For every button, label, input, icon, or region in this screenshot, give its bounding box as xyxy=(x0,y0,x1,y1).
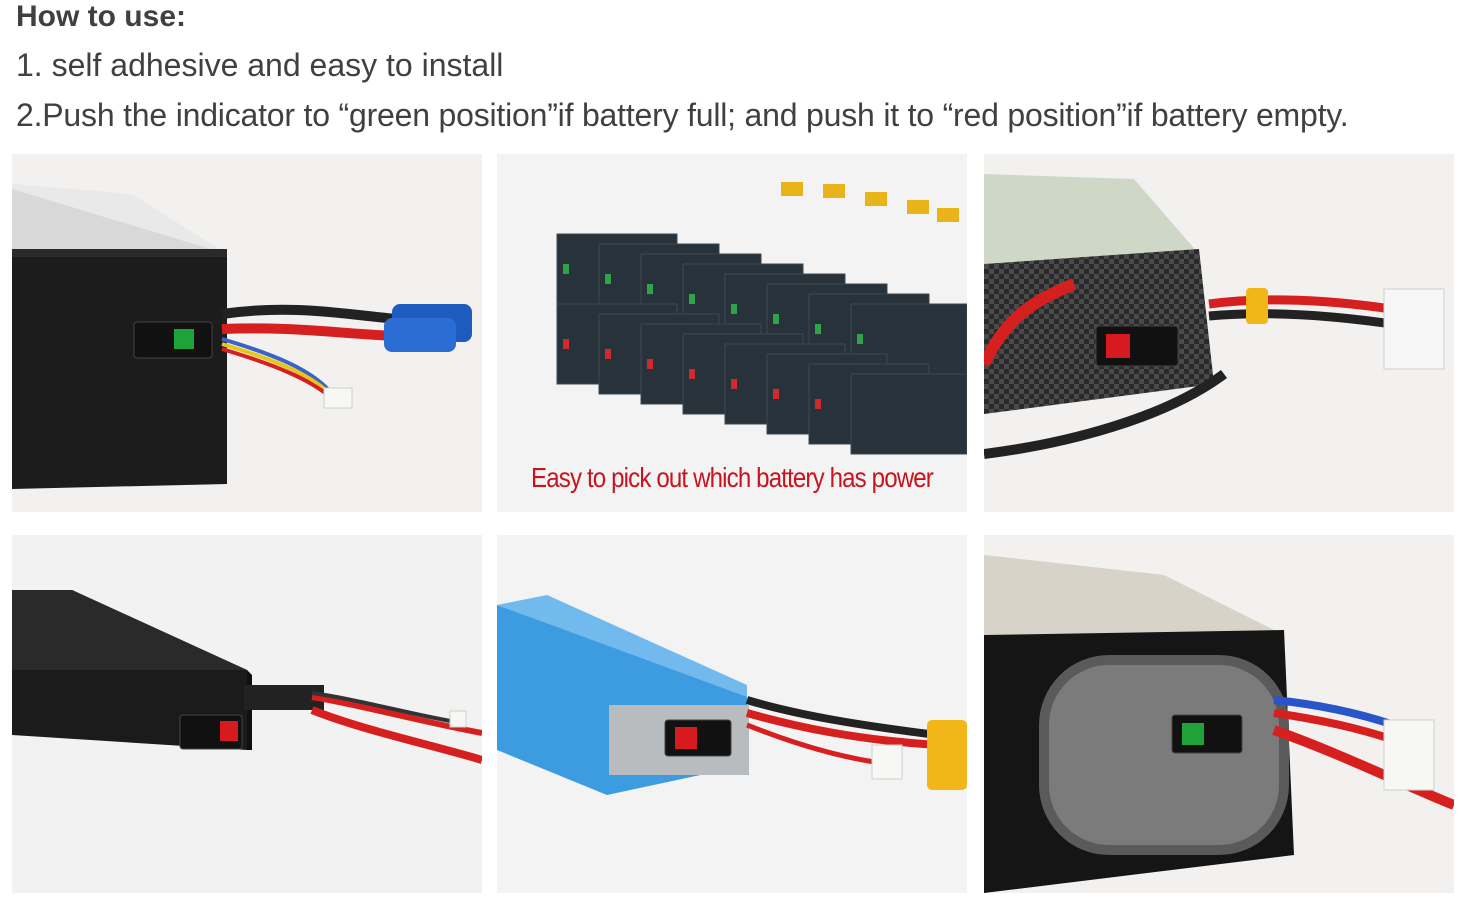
photo-blue-battery-red-indicator xyxy=(497,535,967,893)
photo-long-battery-red-indicator xyxy=(12,535,482,893)
battery-end-illustration xyxy=(984,535,1454,893)
instruction-step-2: 2.Push the indicator to “green position”… xyxy=(16,97,1349,133)
indicator-green xyxy=(174,329,194,349)
indicator-red xyxy=(220,721,238,741)
photo-carbon-battery-red-indicator xyxy=(984,154,1454,512)
photo-black-battery-green-indicator xyxy=(12,154,482,512)
black-battery-illustration xyxy=(12,154,482,512)
battery-rows-illustration xyxy=(497,154,967,512)
carbon-battery-illustration xyxy=(984,154,1454,512)
indicator-red xyxy=(675,727,697,749)
indicator-red xyxy=(1106,334,1130,358)
long-battery-illustration xyxy=(12,535,482,893)
blue-battery-illustration xyxy=(497,535,967,893)
photo-battery-end-green-indicator xyxy=(984,535,1454,893)
instruction-step-1: 1. self adhesive and easy to install xyxy=(16,47,504,83)
page-title: How to use: xyxy=(16,0,186,33)
indicator-green xyxy=(1182,723,1204,745)
photo-battery-rows: Easy to pick out which battery has power xyxy=(497,154,967,512)
photo-caption: Easy to pick out which battery has power xyxy=(531,462,934,493)
